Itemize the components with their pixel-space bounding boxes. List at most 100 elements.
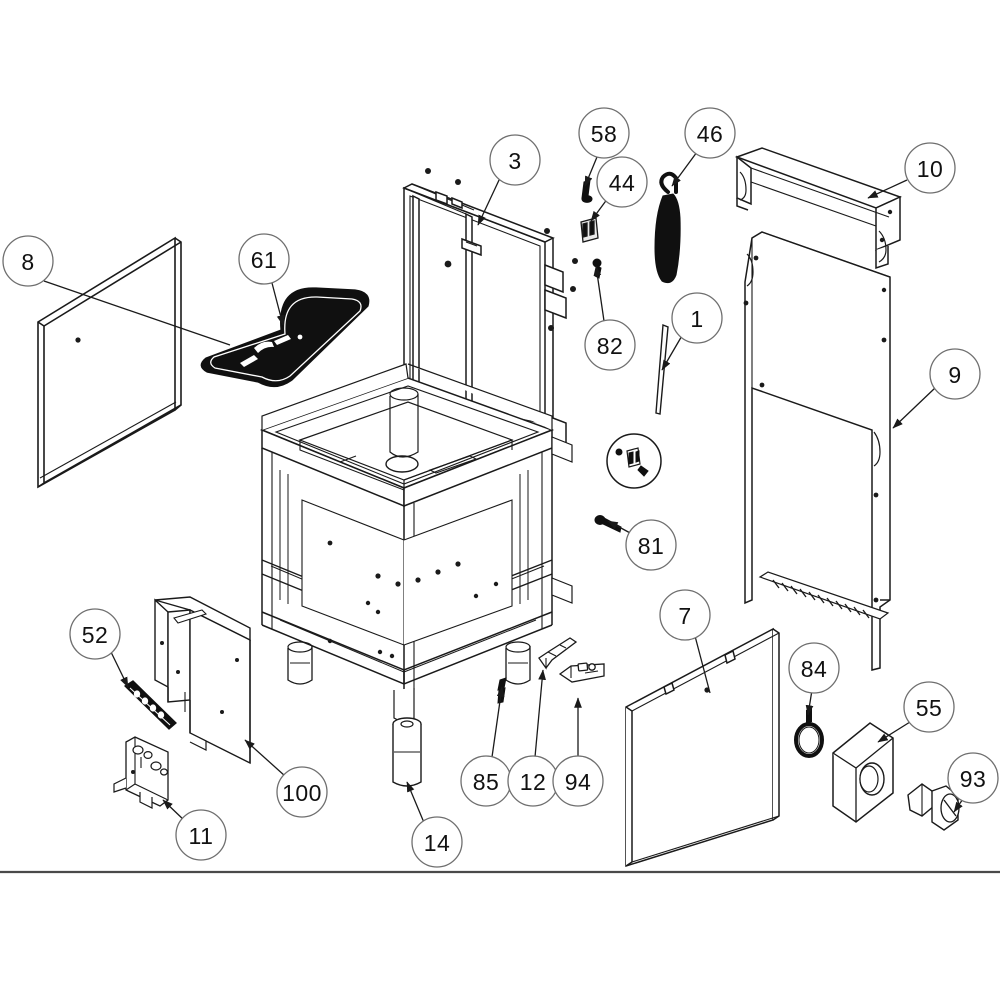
part-plate-94 xyxy=(558,662,605,683)
callout-leader-3 xyxy=(477,177,501,226)
part-clip-44 xyxy=(580,217,599,243)
callout-94[interactable]: 94 xyxy=(552,697,604,807)
part-left-side-panel xyxy=(37,236,182,489)
callout-bubble-55[interactable] xyxy=(903,681,955,733)
callout-leader-46 xyxy=(671,151,698,187)
part-bracket-11 xyxy=(113,736,169,809)
callout-bubble-3[interactable] xyxy=(489,134,541,186)
callout-label-61: 61 xyxy=(251,247,278,273)
callout-bubble-10[interactable] xyxy=(904,142,956,194)
callout-3[interactable]: 3 xyxy=(477,134,541,226)
part-leg-foot-14 xyxy=(392,717,422,787)
callout-14[interactable]: 14 xyxy=(406,781,463,868)
callout-label-3: 3 xyxy=(508,148,521,174)
callout-82[interactable]: 82 xyxy=(584,265,636,371)
callout-100[interactable]: 100 xyxy=(244,739,328,818)
callout-bubble-82[interactable] xyxy=(584,319,636,371)
callout-44[interactable]: 44 xyxy=(590,156,648,222)
callout-bubble-14[interactable] xyxy=(411,816,463,868)
callout-bubble-93[interactable] xyxy=(947,752,999,804)
callout-leader-8 xyxy=(43,280,231,346)
callout-bubble-94[interactable] xyxy=(552,755,604,807)
callout-label-11: 11 xyxy=(189,823,214,849)
callout-bubble-81[interactable] xyxy=(625,519,677,571)
right-panel-louvres xyxy=(772,579,870,619)
callout-leader-7 xyxy=(694,635,711,694)
callout-10[interactable]: 10 xyxy=(867,142,956,199)
callout-84[interactable]: 84 xyxy=(788,642,840,716)
part-bezel-block-55 xyxy=(832,722,894,823)
part-8-leader-dot xyxy=(75,337,81,343)
callout-8[interactable]: 8 xyxy=(2,235,231,346)
callout-58[interactable]: 58 xyxy=(578,107,630,187)
callout-leader-58 xyxy=(584,156,598,187)
callout-leader-9 xyxy=(892,387,936,429)
callout-9[interactable]: 9 xyxy=(892,348,981,429)
callout-leader-44 xyxy=(590,197,609,222)
callout-leader-61 xyxy=(271,282,285,326)
callout-1[interactable]: 1 xyxy=(661,292,723,371)
callout-label-93: 93 xyxy=(960,766,987,792)
part-right-side-panel xyxy=(744,231,891,671)
callout-leader-12 xyxy=(534,669,546,758)
door-frame-holes xyxy=(425,168,578,331)
callout-bubble-8[interactable] xyxy=(2,235,54,287)
callout-label-52: 52 xyxy=(82,622,109,648)
callout-label-9: 9 xyxy=(948,362,961,388)
callout-bubble-1[interactable] xyxy=(671,292,723,344)
callout-55[interactable]: 55 xyxy=(877,681,955,743)
callout-bubble-61[interactable] xyxy=(238,233,290,285)
callout-81[interactable]: 81 xyxy=(607,519,677,571)
callout-7[interactable]: 7 xyxy=(659,589,711,694)
callout-leader-55 xyxy=(877,721,911,743)
callout-leader-10 xyxy=(867,179,908,199)
callout-12[interactable]: 12 xyxy=(507,669,559,807)
part-top-cover-plate xyxy=(200,287,370,388)
callout-label-100: 100 xyxy=(282,780,322,806)
detail-bubble xyxy=(606,433,662,489)
callout-46[interactable]: 46 xyxy=(671,107,736,187)
callout-leader-52 xyxy=(109,649,129,688)
callout-bubble-58[interactable] xyxy=(578,107,630,159)
callout-11[interactable]: 11 xyxy=(162,799,227,861)
part-knob-93 xyxy=(907,783,960,831)
callout-label-14: 14 xyxy=(424,830,451,856)
callout-leader-81 xyxy=(607,520,633,535)
part-spring-46 xyxy=(654,171,681,283)
control-box-holes xyxy=(160,641,239,714)
callout-61[interactable]: 61 xyxy=(238,233,290,326)
callout-bubble-11[interactable] xyxy=(175,809,227,861)
callout-leader-100 xyxy=(244,739,286,777)
callout-label-55: 55 xyxy=(916,695,943,721)
callout-bubble-52[interactable] xyxy=(69,608,121,660)
callout-leader-1 xyxy=(661,333,684,371)
main-chassis-assembly xyxy=(259,363,573,722)
callout-bubble-46[interactable] xyxy=(684,107,736,159)
callout-bubble-100[interactable] xyxy=(276,766,328,818)
callout-bubble-9[interactable] xyxy=(929,348,981,400)
callout-label-94: 94 xyxy=(565,769,592,795)
callout-85[interactable]: 85 xyxy=(460,686,512,807)
callout-label-85: 85 xyxy=(473,769,500,795)
part-top-rail-bracket xyxy=(734,147,902,270)
right-panel-holes xyxy=(743,255,887,603)
part-o-ring-84 xyxy=(794,708,824,758)
callout-leader-82 xyxy=(593,265,605,322)
callout-label-10: 10 xyxy=(917,156,944,182)
callout-bubble-44[interactable] xyxy=(596,156,648,208)
callout-label-1: 1 xyxy=(690,306,703,332)
callout-52[interactable]: 52 xyxy=(69,608,129,688)
chassis-holes xyxy=(327,540,499,659)
callout-label-44: 44 xyxy=(609,170,636,196)
callout-leader-14 xyxy=(406,781,426,826)
callout-93[interactable]: 93 xyxy=(947,752,999,813)
callout-label-7: 7 xyxy=(678,603,691,629)
callout-label-81: 81 xyxy=(638,533,665,559)
callout-bubble-7[interactable] xyxy=(659,589,711,641)
part-front-panel-7 xyxy=(625,627,780,868)
callout-bubble-84[interactable] xyxy=(788,642,840,694)
part-latch-12 xyxy=(538,637,578,670)
